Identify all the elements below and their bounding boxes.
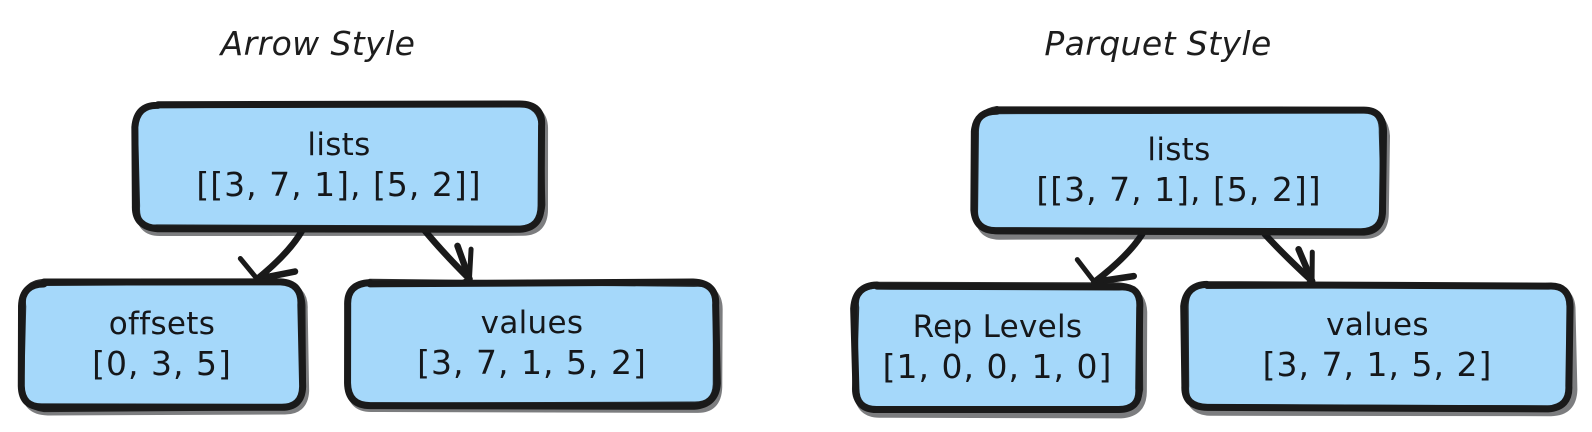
lists-node[interactable] <box>131 100 549 237</box>
rep-levels-node[interactable] <box>850 281 1148 419</box>
values-node[interactable] <box>1180 280 1578 417</box>
panel-title-arrow-style: Arrow Style <box>220 24 416 63</box>
values-node[interactable] <box>344 278 723 413</box>
panel-title-parquet-style: Parquet Style <box>1044 24 1272 63</box>
lists-node[interactable] <box>970 105 1391 240</box>
offsets-node[interactable] <box>17 278 310 416</box>
